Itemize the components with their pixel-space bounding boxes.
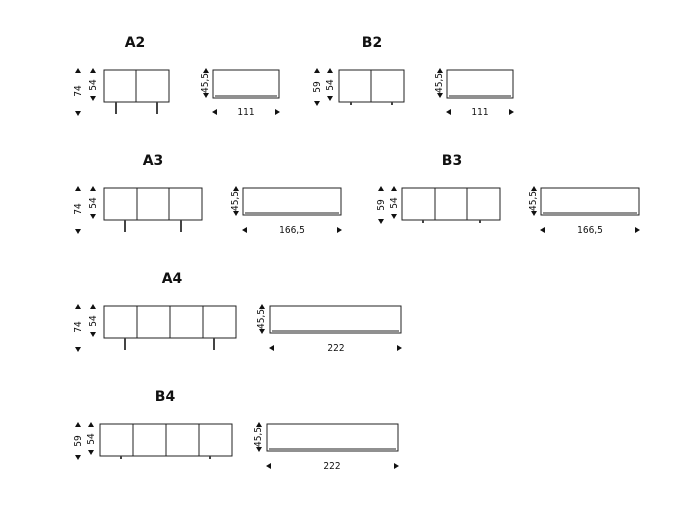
height-dimension-total-a4: 74 (73, 304, 84, 352)
width-dimension-b3: 166,5 (540, 225, 640, 236)
module-title-a3: A3 (143, 153, 164, 169)
front-elevation-b3 (401, 187, 501, 221)
svg-text:45,5: 45,5 (256, 309, 267, 329)
height-dimension-total-a3: 74 (73, 186, 84, 234)
svg-text:59: 59 (312, 81, 323, 93)
svg-text:45,5: 45,5 (200, 73, 211, 93)
svg-text:54: 54 (88, 315, 99, 327)
height-dimension-body-b4: 54 (86, 422, 97, 455)
width-dimension-b4: 222 (266, 461, 399, 472)
svg-text:59: 59 (73, 435, 84, 447)
depth-dimension-a4: 45,5 (256, 304, 267, 334)
svg-text:166,5: 166,5 (577, 225, 603, 236)
svg-text:222: 222 (323, 461, 340, 472)
depth-dimension-a2: 45,5 (200, 68, 211, 98)
svg-text:74: 74 (73, 321, 84, 333)
module-title-b3: B3 (442, 153, 462, 169)
svg-text:222: 222 (327, 343, 344, 354)
svg-text:54: 54 (88, 79, 99, 91)
height-dimension-total-b3: 59 (376, 186, 387, 224)
top-view-b3 (540, 187, 640, 216)
top-view-a2 (212, 69, 280, 99)
width-dimension-a2: 111 (212, 107, 280, 118)
svg-text:45,5: 45,5 (230, 191, 241, 211)
top-view-a4 (269, 305, 402, 334)
depth-dimension-a3: 45,5 (230, 186, 241, 216)
svg-text:59: 59 (376, 199, 387, 211)
module-b4: B4 59 54 45,5 222 (73, 389, 399, 472)
height-dimension-body-a4: 54 (88, 304, 99, 337)
front-elevation-a3 (103, 187, 203, 221)
module-title-b4: B4 (155, 389, 176, 405)
module-b3: B3 59 54 45,5 166,5 (376, 153, 640, 236)
height-dimension-body-a3: 54 (88, 186, 99, 219)
svg-text:45,5: 45,5 (253, 427, 264, 447)
depth-dimension-b4: 45,5 (253, 422, 264, 452)
height-dimension-body-a2: 54 (88, 68, 99, 101)
width-dimension-a3: 166,5 (242, 225, 342, 236)
module-a2: A2 74 54 45,5 111 (73, 35, 280, 118)
width-dimension-a4: 222 (269, 343, 402, 354)
module-a4: A4 74 54 45,5 222 (73, 271, 402, 354)
svg-text:45,5: 45,5 (434, 73, 445, 93)
module-title-a4: A4 (162, 271, 183, 287)
top-view-b2 (446, 69, 514, 99)
height-dimension-total-b4: 59 (73, 422, 84, 460)
svg-text:54: 54 (86, 433, 97, 445)
svg-text:45,5: 45,5 (528, 191, 539, 211)
width-dimension-b2: 111 (446, 107, 514, 118)
svg-text:54: 54 (389, 197, 400, 209)
height-dimension-body-b3: 54 (389, 186, 400, 219)
module-a3: A3 74 54 45,5 166,5 (73, 153, 342, 236)
svg-text:54: 54 (88, 197, 99, 209)
height-dimension-total-a2: 74 (73, 68, 84, 116)
module-b2: B2 59 54 45,5 111 (312, 35, 514, 118)
svg-text:74: 74 (73, 203, 84, 215)
top-view-b4 (266, 423, 399, 452)
depth-dimension-b2: 45,5 (434, 68, 445, 98)
svg-text:54: 54 (325, 79, 336, 91)
height-dimension-total-b2: 59 (312, 68, 323, 106)
svg-text:111: 111 (471, 107, 488, 118)
svg-text:166,5: 166,5 (279, 225, 305, 236)
svg-text:111: 111 (237, 107, 254, 118)
height-dimension-body-b2: 54 (325, 68, 336, 101)
top-view-a3 (242, 187, 342, 216)
module-title-a2: A2 (125, 35, 146, 51)
module-title-b2: B2 (362, 35, 382, 51)
depth-dimension-b3: 45,5 (528, 186, 539, 216)
svg-text:74: 74 (73, 85, 84, 97)
